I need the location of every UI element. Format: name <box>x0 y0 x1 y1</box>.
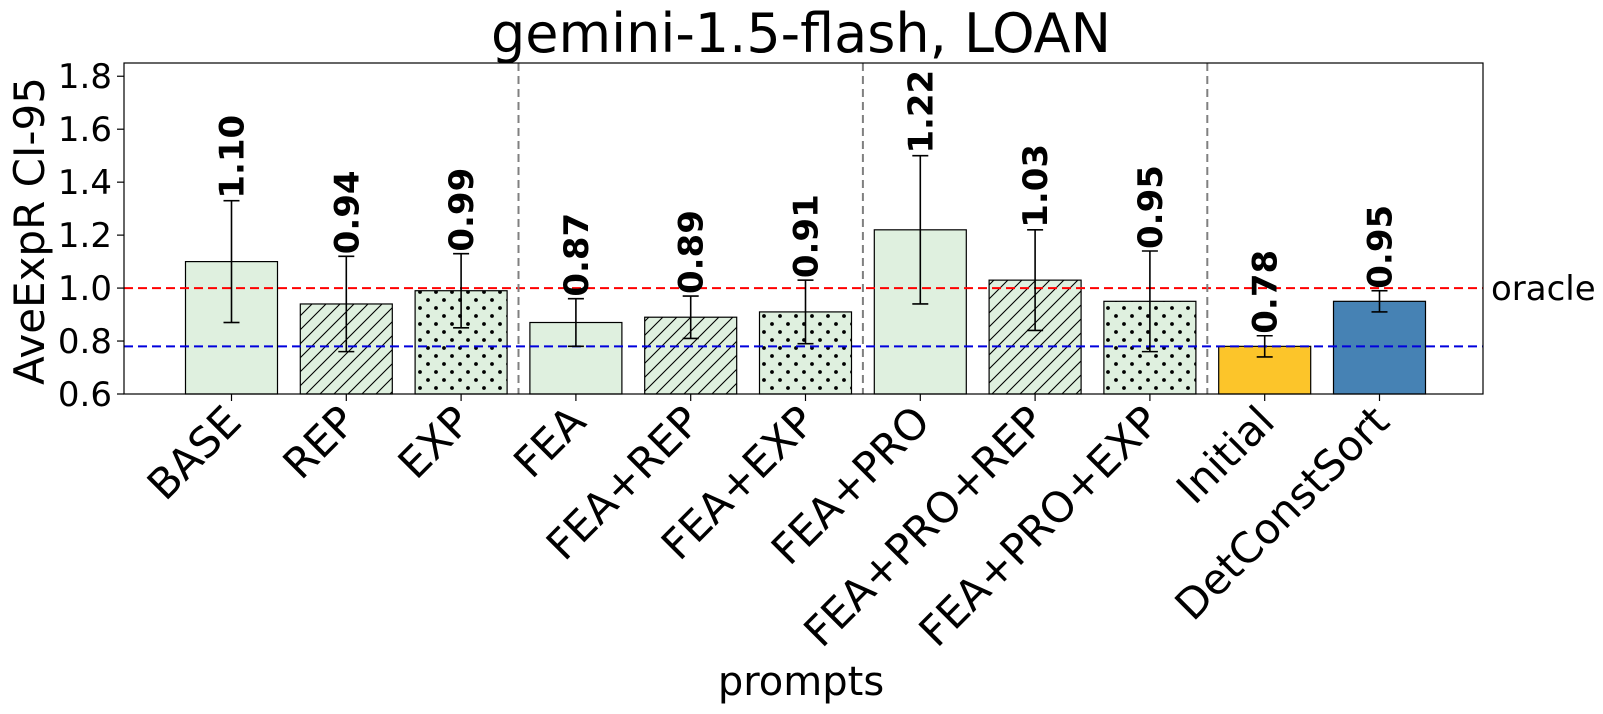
group-separators-layer <box>517 63 1209 394</box>
value-label: 0.87 <box>557 213 597 297</box>
y-axis-label: AveExpR CI-95 <box>5 77 54 385</box>
y-tick-label: 1.0 <box>58 269 112 309</box>
x-tick-label: EXP <box>389 396 481 488</box>
x-tick-label: REP <box>273 396 365 488</box>
value-label: 0.78 <box>1246 250 1286 334</box>
chart-title: gemini-1.5-flash, LOAN <box>491 2 1111 65</box>
x-tick-label: BASE <box>138 396 251 509</box>
y-tick-label: 1.6 <box>58 110 112 150</box>
y-tick-label: 0.8 <box>58 322 112 362</box>
value-labels-layer: 1.10 0.94 0.99 0.87 0.89 0.91 1.22 1.03 0.95 0.78… <box>213 70 1401 334</box>
value-label: 1.03 <box>1016 144 1056 228</box>
plot-frame <box>123 62 1484 395</box>
value-label: 0.99 <box>442 168 482 252</box>
bar-detconstsort <box>1332 300 1427 395</box>
error-bars-layer <box>223 154 1388 358</box>
value-label: 1.22 <box>901 70 941 154</box>
value-label: 0.89 <box>672 210 712 294</box>
x-axis-label: prompts <box>718 659 884 705</box>
bars-layer <box>184 229 1427 395</box>
y-tick-label: 0.6 <box>58 375 112 415</box>
y-tick-label: 1.8 <box>58 57 112 97</box>
value-label: 1.10 <box>213 115 253 199</box>
reference-lines-layer: oracle <box>124 269 1596 348</box>
value-label: 0.91 <box>787 194 827 278</box>
y-tick-label: 1.4 <box>58 163 112 203</box>
value-label: 0.95 <box>1131 165 1171 249</box>
y-tick-label: 1.2 <box>58 216 112 256</box>
y-axis-ticks: 0.6 0.8 1.0 1.2 1.4 1.6 1.8 <box>58 57 124 415</box>
value-label: 0.95 <box>1361 205 1401 289</box>
x-tick-label: FEA <box>504 396 595 487</box>
value-label: 0.94 <box>327 170 367 254</box>
reference-line-label-oracle: oracle <box>1491 269 1596 309</box>
